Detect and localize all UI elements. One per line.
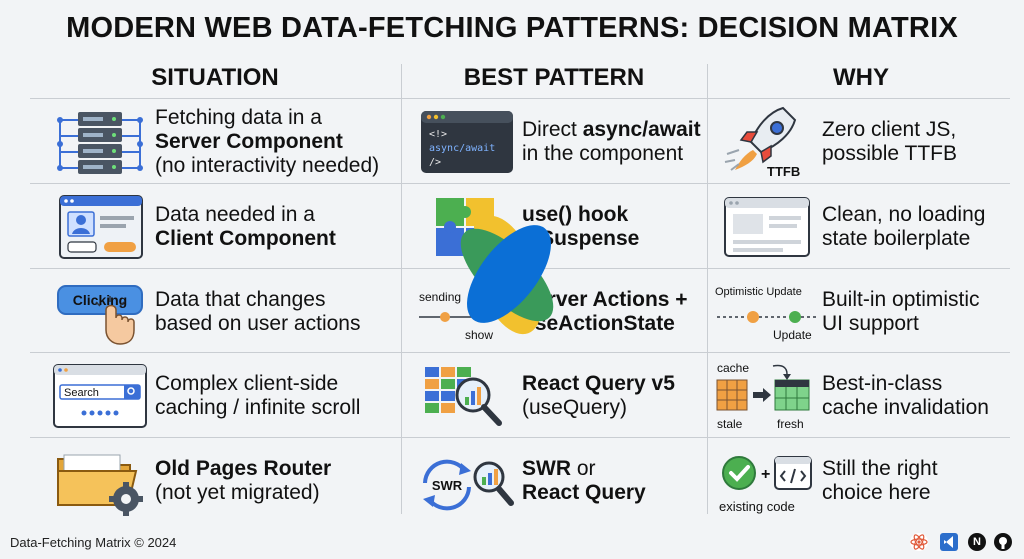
column-divider (401, 64, 402, 514)
svg-text:cache: cache (717, 361, 749, 375)
react-icon[interactable] (910, 533, 928, 551)
pattern-text: React Query v5(useQuery) (522, 372, 675, 419)
search-browser-icon: Search (45, 354, 155, 438)
svg-text:fresh: fresh (777, 417, 804, 431)
code-editor-icon: <!> async/await /> (412, 100, 522, 184)
row-divider (30, 437, 1010, 438)
row-divider (30, 183, 1010, 184)
table-row: TTFB Zero client JS,possible TTFB (712, 100, 1012, 184)
check-code-icon: + existing code (712, 439, 822, 523)
table-row: React Query v5(useQuery) (412, 354, 707, 438)
svg-text:TTFB: TTFB (767, 164, 800, 179)
svg-text:Clicking: Clicking (73, 292, 127, 308)
svg-text:show: show (465, 328, 493, 342)
svg-text:Optimistic Update: Optimistic Update (715, 286, 802, 298)
svg-text:existing code: existing code (719, 499, 795, 514)
nextjs-icon[interactable]: N (968, 533, 986, 551)
grid-magnifier-icon (412, 354, 522, 438)
vscode-icon[interactable] (940, 533, 958, 551)
svg-text:+: + (761, 466, 770, 483)
row-divider (30, 352, 1010, 353)
server-stack-icon (45, 100, 155, 184)
row-divider (30, 98, 1010, 99)
svg-text:<!>: <!> (429, 129, 447, 140)
pattern-text: use() hook+ Suspense (522, 203, 640, 250)
pattern-text: Server Actions +useActionState (522, 288, 688, 335)
table-row: Optimistic Update Update Built-in optimi… (712, 270, 1012, 354)
folder-gear-icon (45, 439, 155, 523)
header-situation: SITUATION (151, 64, 279, 91)
svg-text:Update: Update (773, 328, 812, 342)
click-button-icon: Clicking (45, 270, 155, 354)
browser-form-icon (45, 185, 155, 269)
situation-text: Old Pages Router(not yet migrated) (155, 457, 332, 504)
optimistic-timeline-icon: Optimistic Update Update (712, 270, 822, 354)
svg-text:SWR: SWR (432, 478, 463, 493)
rocket-icon: TTFB (712, 100, 822, 184)
footer-text: Data-Fetching Matrix © 2024 (10, 535, 177, 550)
table-row: Old Pages Router(not yet migrated) (45, 439, 400, 523)
svg-text:async/await: async/await (429, 143, 495, 154)
overlay-logo-icon (455, 210, 560, 345)
swr-sync-icon: SWR (412, 439, 522, 523)
cache-table-icon: cache stale fresh (712, 354, 822, 438)
table-row: sending show Server Actions +useActionSt… (412, 270, 707, 354)
why-text: Zero client JS,possible TTFB (822, 118, 957, 165)
column-divider (707, 64, 708, 514)
header-best-pattern: BEST PATTERN (463, 64, 645, 91)
svg-text:/>: /> (429, 157, 441, 168)
svg-text:sending: sending (419, 290, 461, 304)
header-why: WHY (833, 64, 889, 91)
github-icon[interactable] (994, 533, 1012, 551)
svg-text:Search: Search (64, 387, 99, 399)
svg-text:stale: stale (717, 417, 743, 431)
browser-window-icon (712, 185, 822, 269)
page-title: MODERN WEB DATA-FETCHING PATTERNS: DECIS… (66, 12, 958, 44)
